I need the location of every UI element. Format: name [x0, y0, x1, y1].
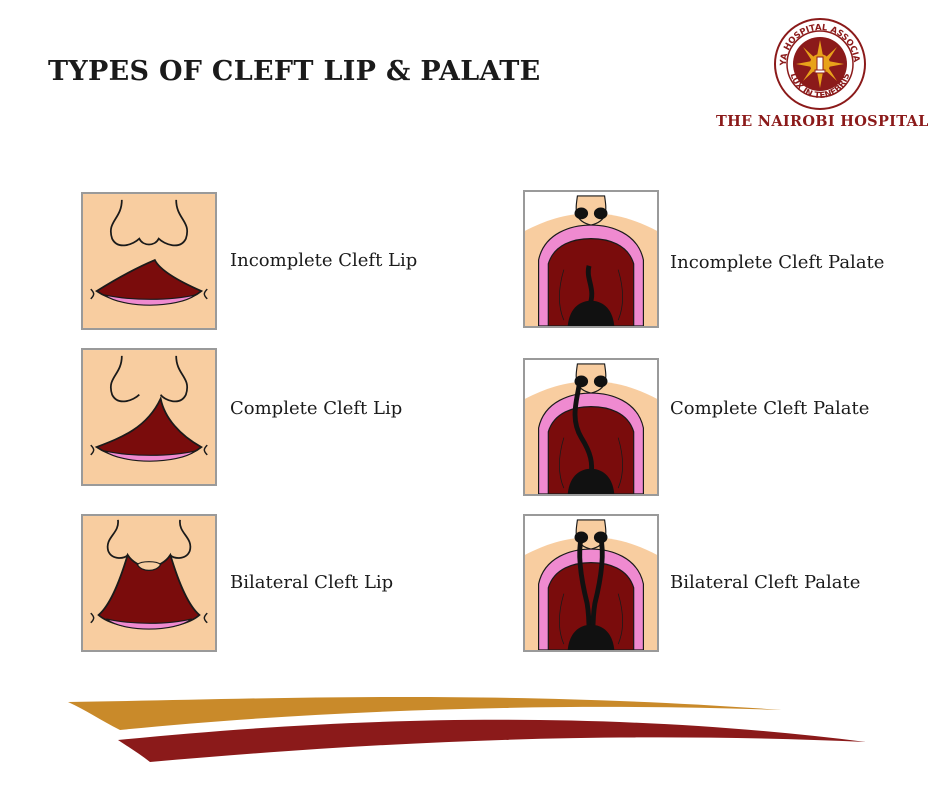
incomplete-cleft-palate-illustration: [523, 190, 659, 328]
hospital-logo: KENYA HOSPITAL ASSOCIATION LUX IN TENEBR…: [768, 9, 868, 112]
bilateral-cleft-lip-label: Bilateral Cleft Lip: [230, 572, 394, 593]
decorative-swoosh: [68, 696, 866, 762]
complete-cleft-lip-illustration: [81, 348, 217, 486]
complete-cleft-lip-label: Complete Cleft Lip: [230, 398, 403, 419]
red-swoosh: [118, 719, 866, 762]
incomplete-cleft-palate-label: Incomplete Cleft Palate: [670, 252, 885, 273]
hospital-name: THE NAIROBI HOSPITAL: [716, 113, 929, 130]
page-title: TYPES OF CLEFT LIP & PALATE: [48, 56, 541, 87]
bilateral-cleft-palate-label: Bilateral Cleft Palate: [670, 572, 861, 593]
bilateral-cleft-lip-illustration: [81, 514, 217, 652]
complete-cleft-palate-illustration: [523, 358, 659, 496]
incomplete-cleft-lip-illustration: [81, 192, 217, 330]
bilateral-cleft-palate-illustration: [523, 514, 659, 652]
complete-cleft-palate-label: Complete Cleft Palate: [670, 398, 870, 419]
gold-swoosh: [68, 696, 782, 730]
incomplete-cleft-lip-label: Incomplete Cleft Lip: [230, 250, 418, 271]
